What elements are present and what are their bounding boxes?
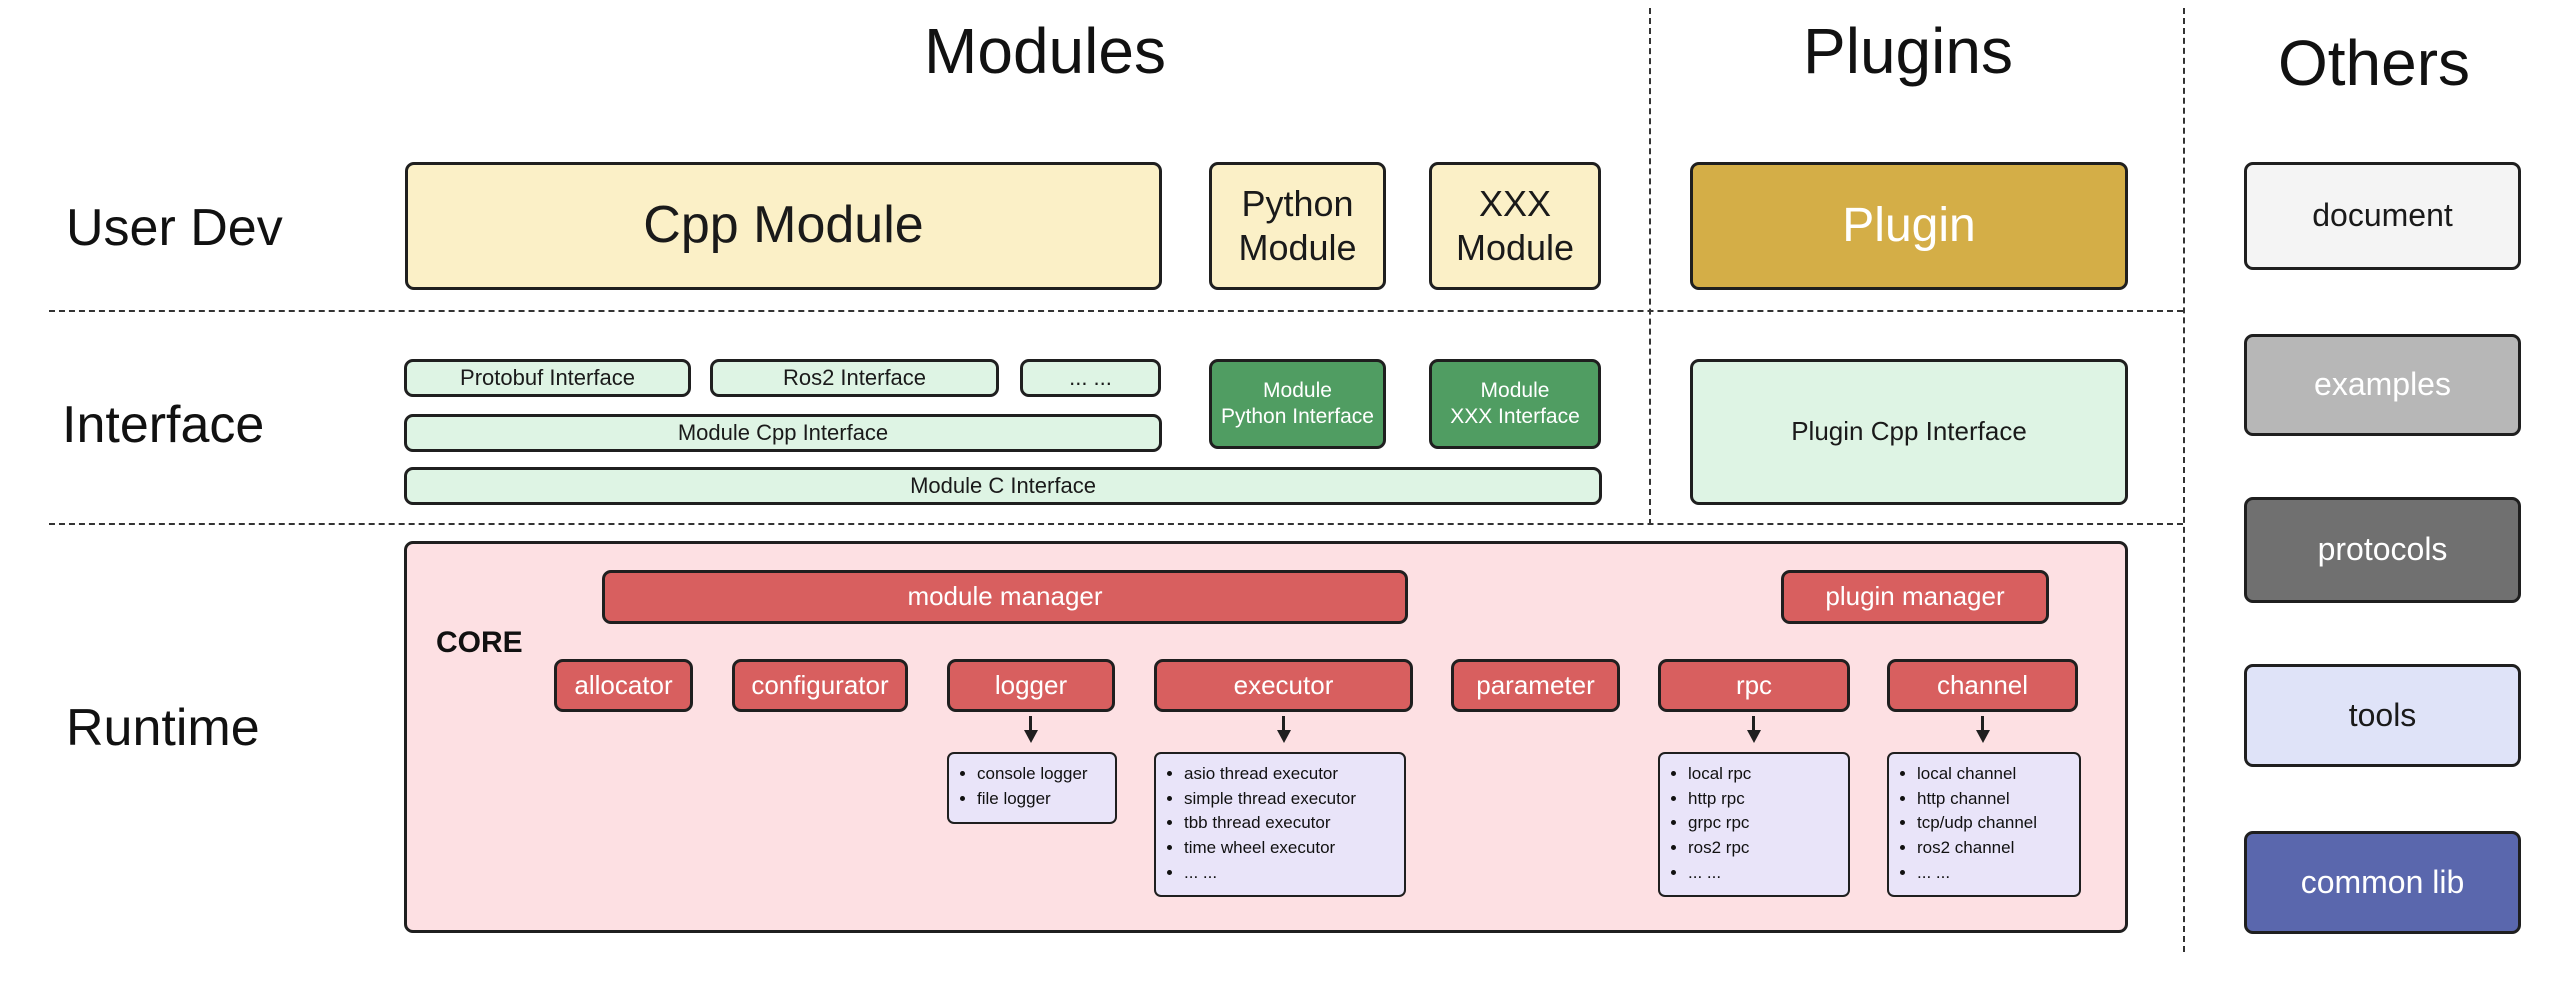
arrow-down-icon [1981, 716, 1984, 738]
row-label-interface: Interface [62, 396, 265, 454]
list-item: tcp/udp channel [1917, 811, 2079, 836]
divider-horizontal-userdev-interface [49, 310, 2183, 312]
module-xxx-interface-box: Module XXX Interface [1429, 359, 1601, 449]
logger-impl-list: console loggerfile logger [947, 752, 1117, 824]
rpc-box: rpc [1658, 659, 1850, 712]
channel-impl-list: local channelhttp channeltcp/udp channel… [1887, 752, 2081, 897]
examples-box: examples [2244, 334, 2521, 436]
section-title-plugins: Plugins [1803, 15, 2013, 87]
list-item: ros2 channel [1917, 836, 2079, 861]
logger-box: logger [947, 659, 1115, 712]
list-item: ... ... [1184, 861, 1404, 886]
arrow-down-icon [1029, 716, 1032, 738]
tools-box: tools [2244, 664, 2521, 767]
list-item: grpc rpc [1688, 811, 1848, 836]
list-item: simple thread executor [1184, 787, 1404, 812]
list-item: console logger [977, 762, 1115, 787]
cpp-module-box: Cpp Module [405, 162, 1162, 290]
plugin-box: Plugin [1690, 162, 2128, 290]
list-item: tbb thread executor [1184, 811, 1404, 836]
list-item: http channel [1917, 787, 2079, 812]
list-item: asio thread executor [1184, 762, 1404, 787]
xxx-module-box: XXX Module [1429, 162, 1601, 290]
module-cpp-interface-box: Module Cpp Interface [404, 414, 1162, 452]
executor-box: executor [1154, 659, 1413, 712]
list-item: time wheel executor [1184, 836, 1404, 861]
list-item: ... ... [1688, 861, 1848, 886]
ros2-interface-box: Ros2 Interface [710, 359, 999, 397]
interface-ellipsis-box: ... ... [1020, 359, 1161, 397]
module-python-interface-box: Module Python Interface [1209, 359, 1386, 449]
protocols-box: protocols [2244, 497, 2521, 603]
list-item: http rpc [1688, 787, 1848, 812]
list-item: local channel [1917, 762, 2079, 787]
rpc-impl-list: local rpchttp rpcgrpc rpcros2 rpc... ... [1658, 752, 1850, 897]
divider-vertical-plugins-others [2183, 8, 2185, 952]
list-item: file logger [977, 787, 1115, 812]
channel-box: channel [1887, 659, 2078, 712]
module-manager-box: module manager [602, 570, 1408, 624]
common-lib-box: common lib [2244, 831, 2521, 934]
divider-horizontal-interface-runtime [49, 523, 2183, 525]
protobuf-interface-box: Protobuf Interface [404, 359, 691, 397]
plugin-manager-box: plugin manager [1781, 570, 2049, 624]
arrow-down-icon [1752, 716, 1755, 738]
list-item: local rpc [1688, 762, 1848, 787]
executor-impl-list: asio thread executorsimple thread execut… [1154, 752, 1406, 897]
allocator-box: allocator [554, 659, 693, 712]
python-module-box: Python Module [1209, 162, 1386, 290]
parameter-box: parameter [1451, 659, 1620, 712]
list-item: ros2 rpc [1688, 836, 1848, 861]
arrow-down-icon [1282, 716, 1285, 738]
core-label: CORE [436, 626, 523, 659]
list-item: ... ... [1917, 861, 2079, 886]
section-title-modules: Modules [924, 15, 1166, 87]
configurator-box: configurator [732, 659, 908, 712]
module-c-interface-box: Module C Interface [404, 467, 1602, 505]
document-box: document [2244, 162, 2521, 270]
section-title-others: Others [2277, 27, 2471, 99]
plugin-cpp-interface-box: Plugin Cpp Interface [1690, 359, 2128, 505]
divider-vertical-modules-plugins [1649, 8, 1651, 525]
row-label-runtime: Runtime [66, 699, 260, 757]
row-label-user-dev: User Dev [66, 199, 283, 257]
